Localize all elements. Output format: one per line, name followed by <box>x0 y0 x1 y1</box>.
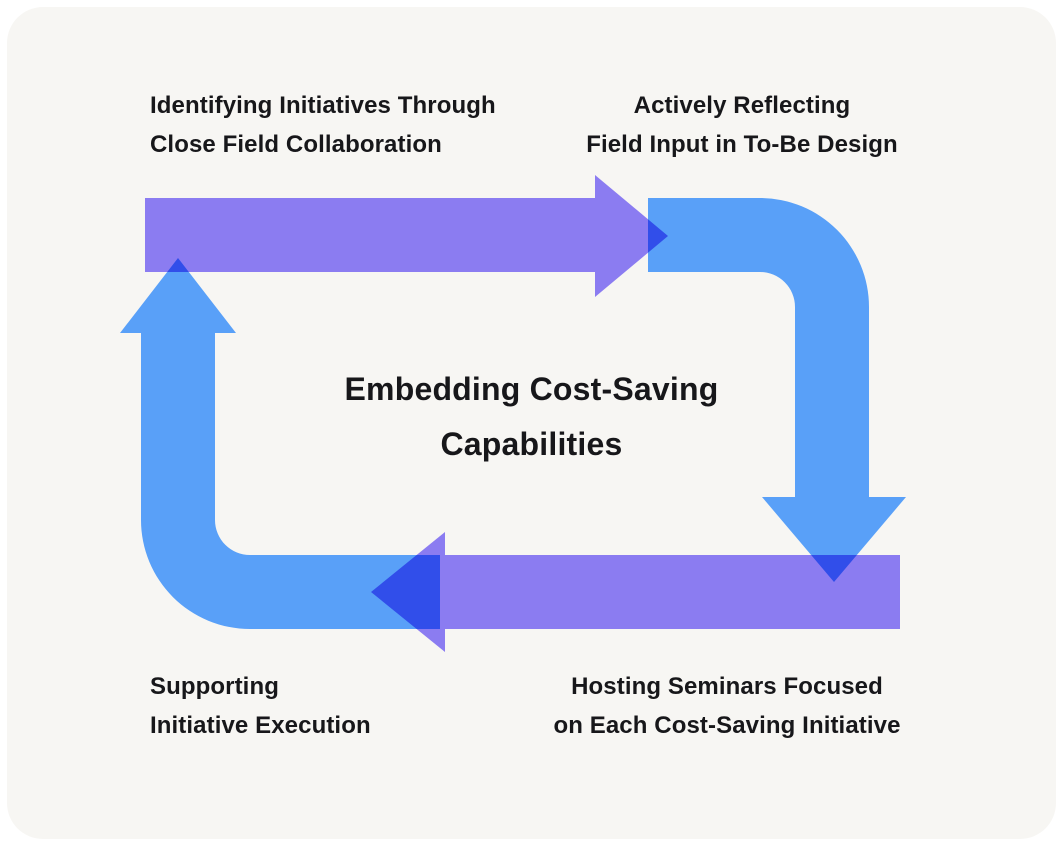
step-top-right-line2: Field Input in To-Be Design <box>586 131 898 158</box>
right-arrow-down-icon <box>648 198 906 582</box>
step-bottom-right-line2: on Each Cost-Saving Initiative <box>553 712 901 739</box>
step-top-left-label: Identifying Initiatives Through Close Fi… <box>150 86 496 164</box>
left-arrow-up-icon <box>120 258 440 629</box>
step-bottom-right-line1: Hosting Seminars Focused <box>571 673 883 700</box>
step-bottom-left-line1: Supporting <box>150 673 279 700</box>
step-bottom-left-label: Supporting Initiative Execution <box>150 667 371 745</box>
diagram-title-line2: Capabilities <box>440 426 623 462</box>
bottom-arrow-left-icon <box>371 532 900 652</box>
diagram-title-line1: Embedding Cost-Saving <box>344 371 719 407</box>
top-arrow-right-icon <box>145 175 668 297</box>
step-top-right-label: Actively Reflecting Field Input in To-Be… <box>542 86 942 164</box>
step-top-right-line1: Actively Reflecting <box>633 92 851 119</box>
step-bottom-left-line2: Initiative Execution <box>150 712 371 739</box>
diagram-title: Embedding Cost-Saving Capabilities <box>0 362 1063 472</box>
step-bottom-right-label: Hosting Seminars Focused on Each Cost-Sa… <box>527 667 927 745</box>
step-top-left-line2: Close Field Collaboration <box>150 131 442 158</box>
step-top-left-line1: Identifying Initiatives Through <box>150 92 496 119</box>
